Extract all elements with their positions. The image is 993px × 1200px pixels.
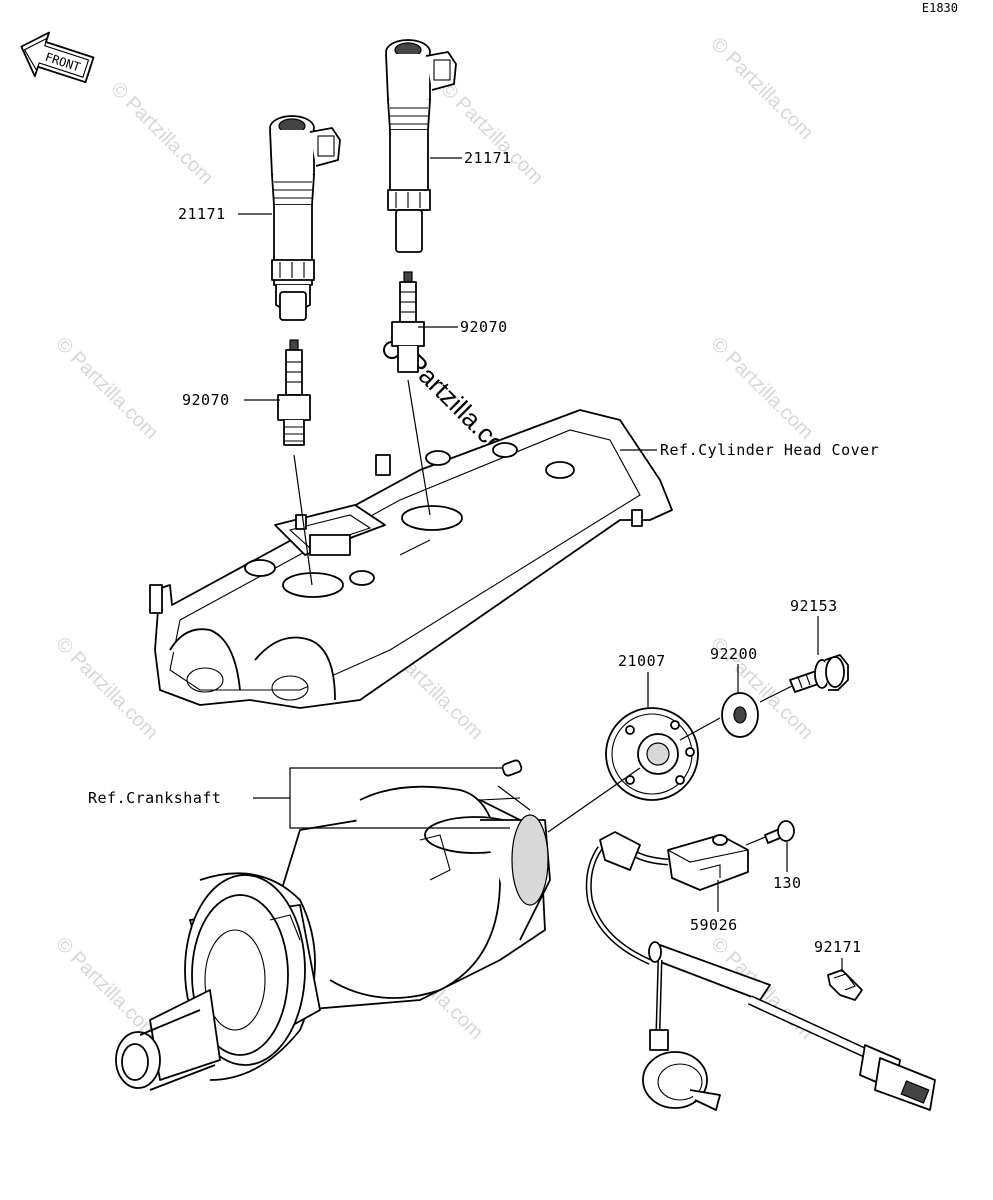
leader-line: [407, 379, 431, 516]
watermark: © Partzilla.com: [106, 78, 217, 189]
callout-coil-left: 21171: [178, 205, 226, 223]
watermark: © Partzilla.com: [51, 633, 162, 744]
callout-sensor-bolt: 130: [773, 874, 802, 892]
callout-coil-right: 21171: [464, 149, 512, 167]
timing-rotor: [605, 707, 699, 801]
callout-crankshaft: Ref.Crankshaft: [88, 789, 221, 807]
watermark: © Partzilla.com: [51, 333, 162, 444]
crank-position-sensor: [667, 834, 749, 891]
ignition-coil-right: [385, 39, 457, 253]
watermark: © Partzilla.com: [706, 333, 817, 444]
watermark: © Partzilla.com: [706, 33, 817, 144]
callout-plug-left: 92070: [182, 391, 230, 409]
spark-plug-right: [391, 271, 425, 373]
leader-line: [679, 717, 721, 741]
callout-rotor: 21007: [618, 652, 666, 670]
ignition-coil-left: [269, 115, 341, 321]
watermark: © Partzilla.com: [51, 933, 162, 1044]
callout-plug-right: 92070: [460, 318, 508, 336]
leader-line: [293, 454, 313, 586]
key-pin: [501, 759, 523, 777]
callout-sensor: 59026: [690, 916, 738, 934]
watermark: © Partzilla.com: [436, 78, 547, 189]
diagram-code: E1830: [922, 1, 958, 15]
cylinder-head-cover: [149, 409, 673, 709]
callout-cylinder-head-cover: Ref.Cylinder Head Cover: [660, 441, 879, 459]
crankshaft: [115, 785, 551, 1091]
spark-plug-left: [277, 339, 311, 446]
leader-line: [759, 685, 793, 703]
sensor-harness: [585, 831, 936, 1111]
callout-rotor-bolt: 92153: [790, 597, 838, 615]
callout-washer: 92200: [710, 645, 758, 663]
leader-line: [497, 785, 531, 811]
wire-clamp: [827, 969, 863, 1001]
sensor-bolt: [764, 820, 795, 844]
callout-clamp: 92171: [814, 938, 862, 956]
washer: [721, 692, 759, 738]
front-arrow-icon: FRONT: [20, 31, 95, 84]
leader-line: [547, 767, 641, 833]
rotor-bolt: [789, 654, 849, 693]
